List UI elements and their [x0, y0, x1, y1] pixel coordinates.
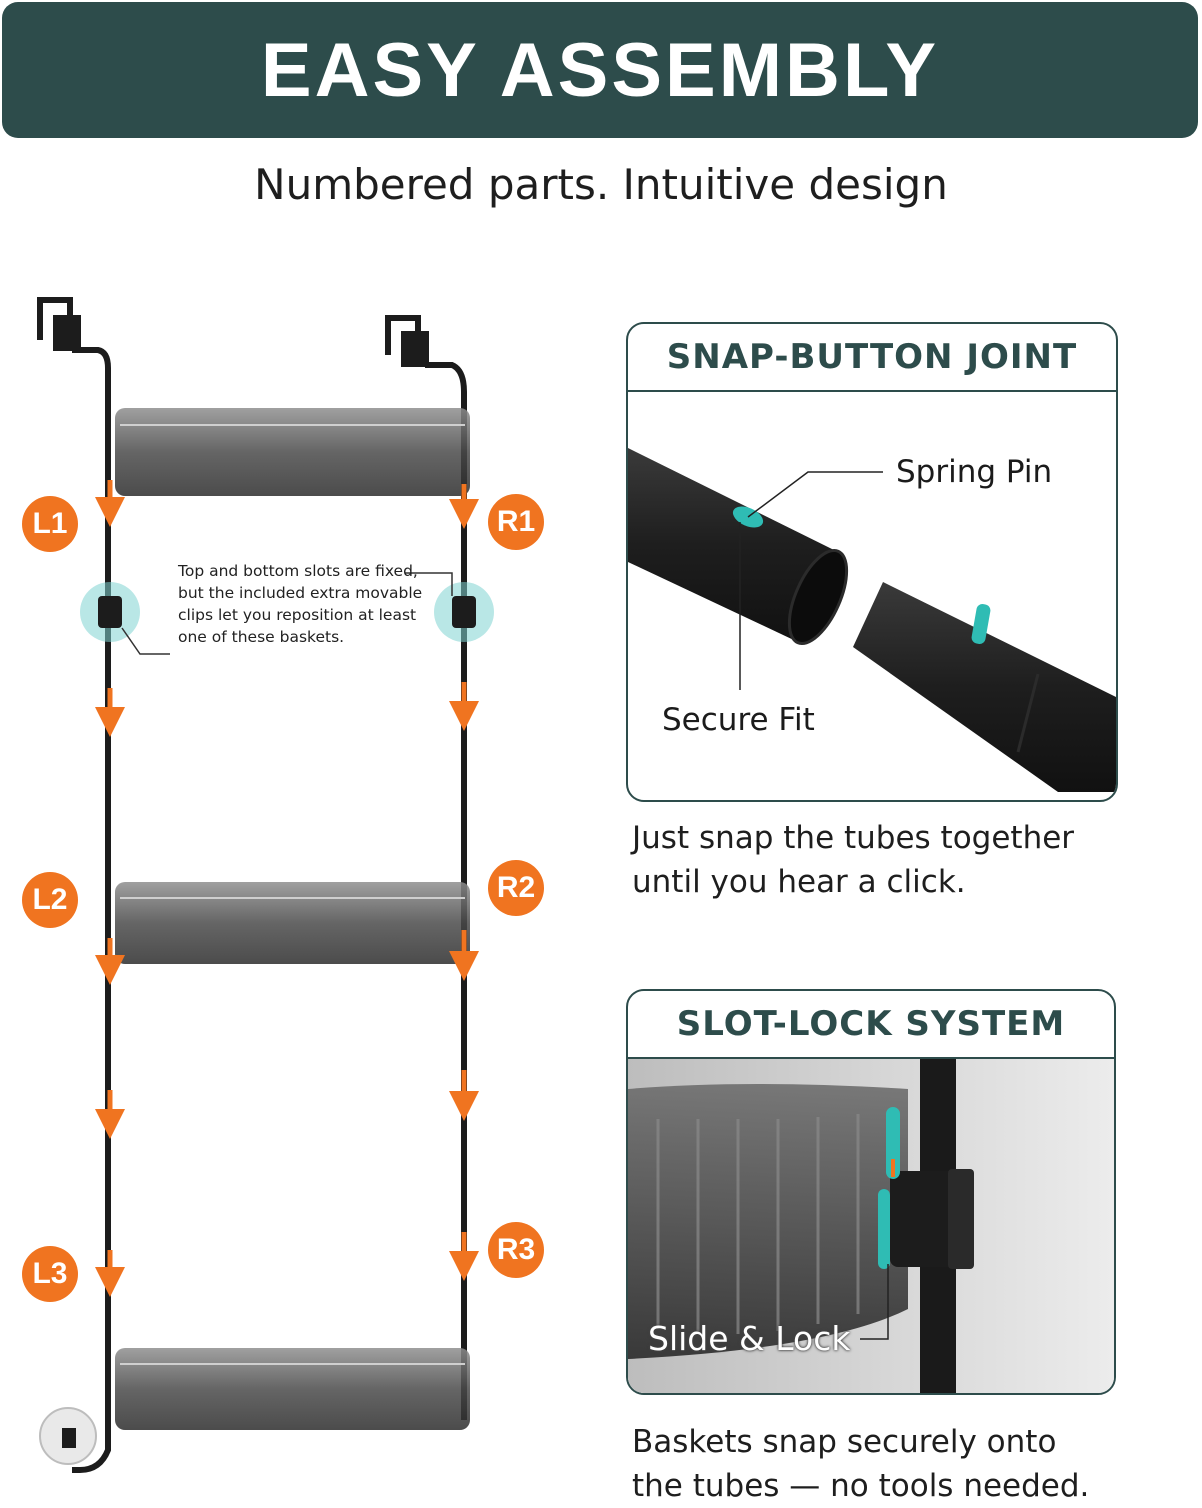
snap-panel-title: SNAP-BUTTON JOINT	[628, 324, 1116, 392]
header-banner: EASY ASSEMBLY	[2, 2, 1198, 138]
slot-caption: Baskets snap securely onto the tubes — n…	[632, 1420, 1089, 1508]
slide-lock-overlay: Slide & Lock	[648, 1319, 851, 1358]
snap-panel-illustration: Spring Pin Secure Fit	[628, 392, 1116, 800]
page-title: EASY ASSEMBLY	[260, 27, 940, 113]
assembly-arrows	[95, 480, 479, 1297]
slot-panel-illustration: Slide & Lock	[628, 1059, 1114, 1393]
basket-slot-illustration	[628, 1059, 1114, 1393]
secure-fit-callout: Secure Fit	[662, 702, 815, 738]
snap-caption: Just snap the tubes together until you h…	[632, 816, 1074, 904]
tube-joint-illustration	[628, 448, 1116, 792]
slot-caption-line1: Baskets snap securely onto	[632, 1424, 1057, 1460]
label-l3: L3	[22, 1246, 78, 1302]
label-r1: R1	[488, 494, 544, 550]
spring-pin-callout: Spring Pin	[896, 454, 1053, 490]
page-subtitle: Numbered parts. Intuitive design	[254, 160, 948, 209]
snap-caption-line1: Just snap the tubes together	[632, 820, 1075, 856]
snap-button-panel: SNAP-BUTTON JOINT Spring Pin Secure F	[626, 322, 1118, 802]
label-r2: R2	[488, 860, 544, 916]
label-l2: L2	[22, 872, 78, 928]
basket-middle	[115, 882, 470, 964]
right-hook	[385, 315, 429, 367]
clip-note: Top and bottom slots are fixed, but the …	[178, 562, 423, 646]
basket-bottom	[115, 1348, 470, 1430]
label-l1: L1	[22, 496, 78, 552]
snap-caption-line2: until you hear a click.	[632, 864, 966, 900]
slot-panel-title: SLOT-LOCK SYSTEM	[628, 991, 1114, 1059]
label-r3: R3	[488, 1222, 544, 1278]
slot-lock-panel: SLOT-LOCK SYSTEM	[626, 989, 1116, 1395]
basket-top	[115, 408, 470, 496]
left-hook	[37, 297, 81, 351]
slot-caption-line2: the tubes — no tools needed.	[632, 1468, 1090, 1504]
